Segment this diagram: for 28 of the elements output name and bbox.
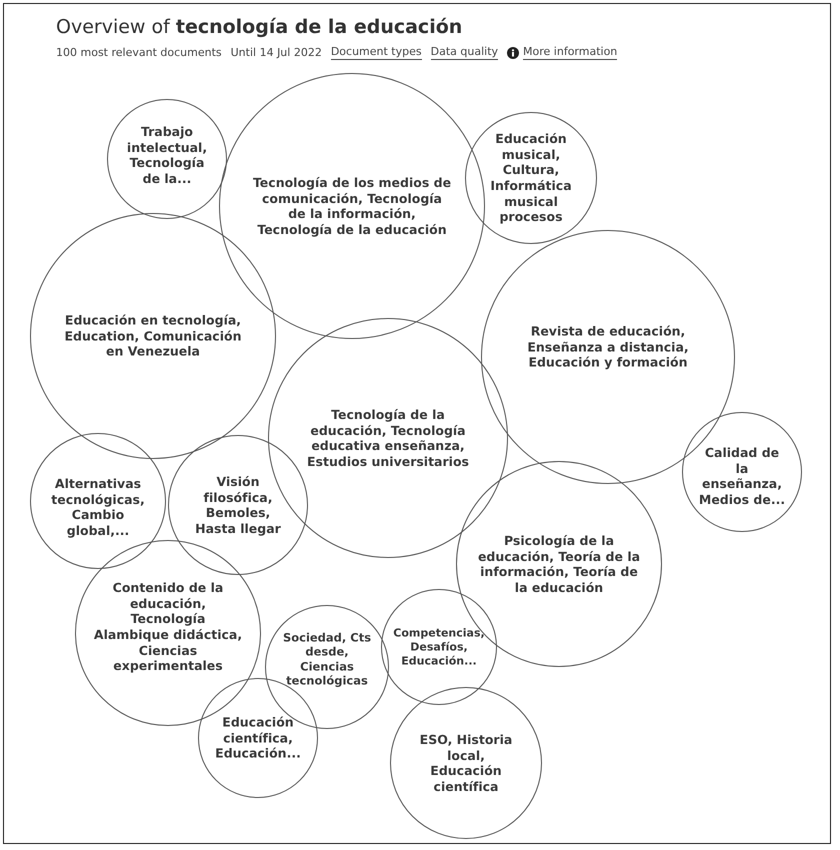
topic-bubble bbox=[390, 687, 542, 839]
bubble-label: Educación en tecnología, Education, Comunicación en Venezuela bbox=[64, 312, 242, 360]
topic-bubble bbox=[465, 112, 597, 244]
topic-bubble bbox=[168, 435, 308, 575]
bubble-label: Tecnología de los medios de comunicación, Tecnología de la información, Tecnología de la educación bbox=[252, 174, 452, 238]
bubble-label: Competencias, Desafíos, Educación... bbox=[393, 626, 485, 668]
bubble-label: ESO, Historia local, Educación científica bbox=[418, 732, 514, 794]
topic-bubble bbox=[107, 99, 227, 219]
meta-text: Until 14 Jul 2022 bbox=[230, 46, 322, 59]
bubble-label: Revista de educación, Enseñanza a distancia, Educación y formación bbox=[526, 324, 690, 370]
meta-text: 100 most relevant documents bbox=[56, 46, 222, 59]
bubble-label: Tecnología de la educación, Tecnología educativa enseñanza, Estudios universitarios bbox=[306, 406, 470, 470]
bubble-label: Trabajo intelectual, Tecnología de la... bbox=[126, 124, 208, 186]
topic-bubble bbox=[682, 412, 802, 532]
bubble-label: Visión filosófica, Bemoles, Hasta llegar bbox=[194, 474, 282, 536]
topic-bubble bbox=[30, 433, 166, 569]
bubble-label: Alternativas tecnológicas, Cambio global,... bbox=[50, 476, 146, 538]
bubble-label: Educación científica, Educación... bbox=[214, 714, 302, 762]
info-link: More information bbox=[523, 45, 618, 60]
topic-bubble bbox=[381, 589, 497, 705]
link: Document types bbox=[330, 45, 422, 60]
bubble-label: Contenido de la educación, Tecnología Alambique didáctica, Ciencias experimentales bbox=[93, 580, 243, 674]
bubble-label: Educación musical, Cultura, Informática musical procesos bbox=[489, 131, 573, 225]
bubble-label: Psicología de la educación, Teoría de la información, Teoría de la educación bbox=[476, 532, 642, 596]
bubble-label: Calidad de la enseñanza, Medios de... bbox=[698, 444, 786, 508]
bubble-label: Sociedad, Cts desde, Ciencias tecnológicas bbox=[282, 630, 372, 688]
page-title: Overview of tecnología de la educación bbox=[56, 16, 462, 38]
link: Data quality bbox=[430, 45, 498, 60]
